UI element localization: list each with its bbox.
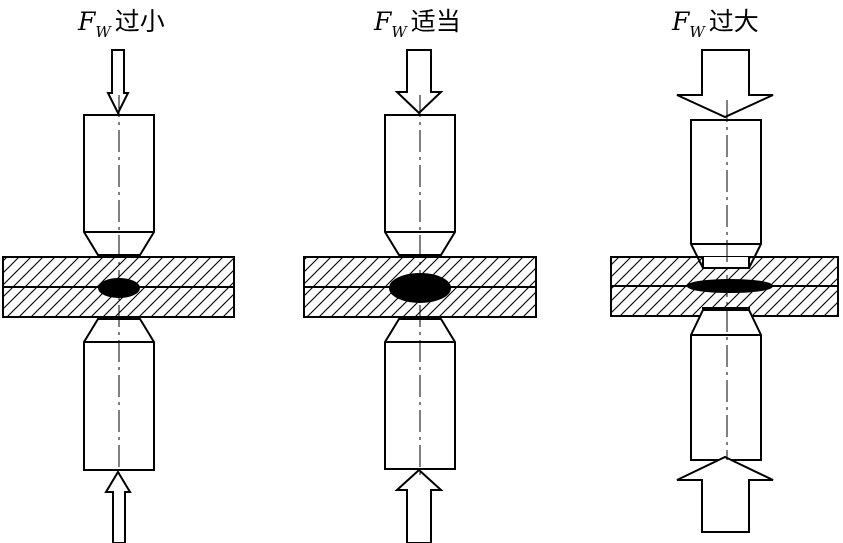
panel-1-caption: 过小	[114, 7, 165, 36]
force-subscript: W	[391, 23, 407, 41]
lower-electrode	[690, 309, 762, 461]
top-force-arrow	[676, 49, 774, 119]
panel-3-caption: 过大	[708, 7, 759, 36]
panel-too-small	[2, 49, 235, 543]
top-force-arrow	[106, 49, 130, 116]
upper-indentation	[702, 257, 750, 269]
panel-2-caption: 适当	[410, 7, 461, 36]
top-force-arrow	[394, 49, 444, 115]
upper-electrode	[690, 119, 762, 269]
weld-nugget	[687, 279, 773, 293]
panel-too-large	[610, 49, 839, 533]
bottom-force-arrow	[676, 455, 774, 533]
force-subscript: W	[689, 23, 705, 41]
force-symbol: F	[78, 7, 96, 36]
force-symbol: F	[374, 7, 392, 36]
force-subscript: W	[95, 23, 111, 41]
bottom-force-arrow	[104, 470, 132, 543]
force-symbol: F	[672, 7, 690, 36]
panel-appropriate	[303, 49, 537, 543]
bottom-force-arrow	[394, 468, 444, 543]
